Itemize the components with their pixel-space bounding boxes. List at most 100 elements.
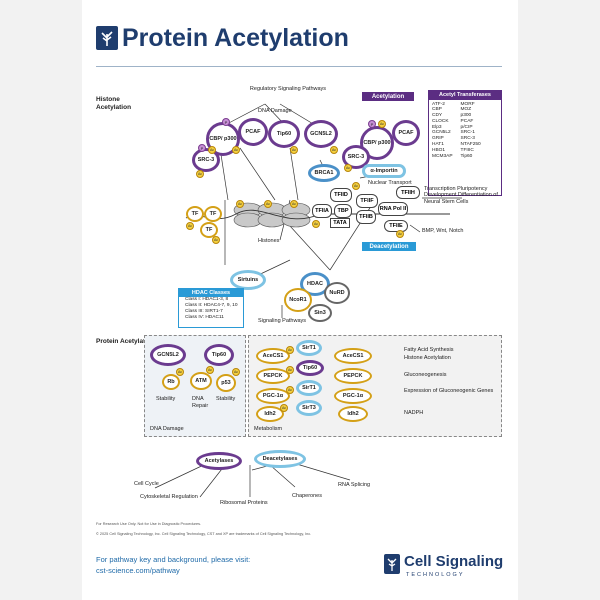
pcaf-node-1: PCAF: [238, 118, 268, 146]
gluconeogenesis-label: Gluconeogenesis: [404, 372, 447, 378]
acetyl-transferase-item: CDY: [432, 113, 443, 119]
target-cell-cycle: Cell Cycle: [134, 481, 159, 487]
ac-modifier-icon: Ac: [264, 200, 272, 208]
tf-node-1: TF: [186, 206, 204, 222]
ac-modifier-icon: Ac: [196, 170, 204, 178]
hdac-classes-header: HDAC Classes: [179, 289, 243, 297]
acetyl-transferase-item: SRC-3: [460, 136, 475, 142]
hdac-class-row: Class IV: HDAC11: [185, 315, 224, 320]
brca1-node: BRCA1: [308, 164, 340, 182]
target-rna-splicing: RNA Splicing: [338, 482, 371, 488]
acetyl-transferase-item: MCM3AP: [432, 153, 453, 159]
sirt1-node-2: SirT1: [296, 380, 322, 396]
gcn5l2-node-1: GCN5L2: [304, 120, 338, 148]
ac-modifier-icon: Ac: [396, 230, 404, 238]
pcaf-node-2: PCAF: [392, 120, 420, 146]
hdac-classes-box: HDAC Classes Class I: HDAC1-3, 8 Class I…: [178, 288, 244, 328]
phospho-modifier-icon: P: [368, 120, 376, 128]
ac-modifier-icon: Ac: [330, 146, 338, 154]
footer-visit-text: For pathway key and background, please v…: [96, 555, 251, 564]
rb-node: Rb: [162, 374, 180, 390]
footer-url-link[interactable]: cst-science.com/pathway: [96, 566, 180, 575]
rna-pol-ii-node: RNA Pol II: [378, 202, 408, 216]
pepck-node-1: PEPCK: [256, 368, 290, 384]
fatty-acid-synthesis-label: Fatty Acid Synthesis: [404, 347, 454, 353]
acecs1-node-2: AceCS1: [334, 348, 372, 364]
sirt3-node: SirT3: [296, 400, 322, 416]
transcription-outcomes-label: Transcription Pluripotency Development D…: [424, 186, 498, 205]
tip60-node-1: Tip60: [268, 120, 300, 148]
ac-modifier-icon: Ac: [286, 386, 294, 394]
nurd-node: NuRD: [324, 282, 350, 304]
tfiih-node: TFIIH: [396, 186, 420, 199]
acecs1-node-1: AceCS1: [256, 348, 290, 364]
pgc1a-node-1: PGC-1α: [256, 388, 290, 404]
deacetylation-badge: Deacetylation: [362, 242, 416, 251]
footer-ruo: For Research Use Only. Not for Use in Di…: [96, 522, 202, 526]
ac-modifier-icon: Ac: [378, 120, 386, 128]
ac-modifier-icon: Ac: [236, 200, 244, 208]
stability-label-1: Stability: [156, 396, 176, 402]
ac-modifier-icon: Ac: [312, 220, 320, 228]
header-divider: [96, 66, 502, 67]
atm-node: ATM: [190, 372, 212, 390]
acetyl-transferase-item: SRC-1: [460, 130, 475, 136]
pgc1a-node-2: PGC-1α: [334, 388, 372, 404]
ac-modifier-icon: Ac: [206, 366, 214, 374]
cst-tree-logo-icon: [96, 26, 118, 50]
acetyl-transferase-item: HBO1: [432, 147, 446, 153]
acetyl-transferase-item: ATF-2: [432, 101, 445, 107]
acetyl-transferase-item: CLOCK: [432, 118, 449, 124]
nuclear-transport-label: Nuclear Transport: [368, 180, 412, 186]
ac-modifier-icon: Ac: [286, 366, 294, 374]
metabolism-label: Metabolism: [254, 426, 283, 432]
phospho-modifier-icon: P: [222, 118, 230, 126]
ac-modifier-icon: Ac: [212, 236, 220, 244]
ncor1-node: NcoR1: [284, 288, 312, 312]
acetylation-badge: Acetylation: [362, 92, 414, 101]
src3-node-1: SRC-3: [192, 148, 220, 172]
gcn5l2-node-2: GCN5L2: [150, 344, 186, 366]
footer-company-sub: TECHNOLOGY: [406, 572, 465, 578]
acetyl-transferase-item: Elp3: [432, 124, 442, 130]
idh2-node-2: Idh2: [338, 406, 368, 422]
target-ribosomal: Ribosomal Proteins: [220, 500, 268, 506]
ac-modifier-icon: Ac: [232, 368, 240, 376]
tfiib-node: TFIIB: [356, 210, 376, 224]
stability-label-2: Stability: [216, 396, 236, 402]
footer-copyright: © 2025 Cell Signaling Technology, Inc. C…: [96, 532, 312, 536]
ac-modifier-icon: Ac: [290, 200, 298, 208]
dna-repair-label: DNA Repair: [192, 396, 209, 409]
ac-modifier-icon: Ac: [352, 182, 360, 190]
sin3-node: Sin3: [308, 304, 332, 322]
tfiie-node: TFIIE: [384, 220, 408, 232]
ac-modifier-icon: Ac: [290, 146, 298, 154]
ac-modifier-icon: Ac: [208, 146, 216, 154]
acetyl-transferase-item: NTAF250: [460, 142, 481, 148]
gluconeogenic-genes-label: Expression of Gluconeogenic Genes: [404, 388, 494, 394]
page-title: Protein Acetylation: [122, 24, 349, 52]
tip60-node-3: Tip60: [296, 360, 324, 376]
tbp-node: TBP: [334, 204, 352, 218]
pepck-node-2: PEPCK: [334, 368, 372, 384]
footer-company-name: Cell Signaling: [404, 553, 504, 570]
acetyl-transferase-item: GRIP: [432, 136, 444, 142]
dna-damage-panel-label: DNA Damage: [150, 426, 184, 432]
ac-modifier-icon: Ac: [176, 368, 184, 376]
tf-node-3: TF: [200, 222, 218, 238]
acetyl-transferase-item: Tip60: [460, 153, 473, 159]
histone-acetylation-label: Histone Acetylation: [404, 355, 451, 361]
cst-footer-logo-icon: [384, 554, 400, 574]
sirtuins-node: Sirtuins: [230, 270, 266, 290]
hdac-class-row: Class II: HDAC4-7, 9, 10: [185, 303, 238, 308]
target-cytoskeletal: Cytoskeletal Regulation: [140, 494, 198, 500]
bmp-wnt-notch-label: BMP, Wnt, Notch: [422, 228, 464, 234]
tata-box: TATA: [330, 218, 350, 228]
nadph-label: NADPH: [404, 410, 424, 416]
tfiia-node: TFIIA: [312, 204, 332, 218]
ac-modifier-icon: Ac: [344, 164, 352, 172]
sirt1-node-1: SirT1: [296, 340, 322, 356]
